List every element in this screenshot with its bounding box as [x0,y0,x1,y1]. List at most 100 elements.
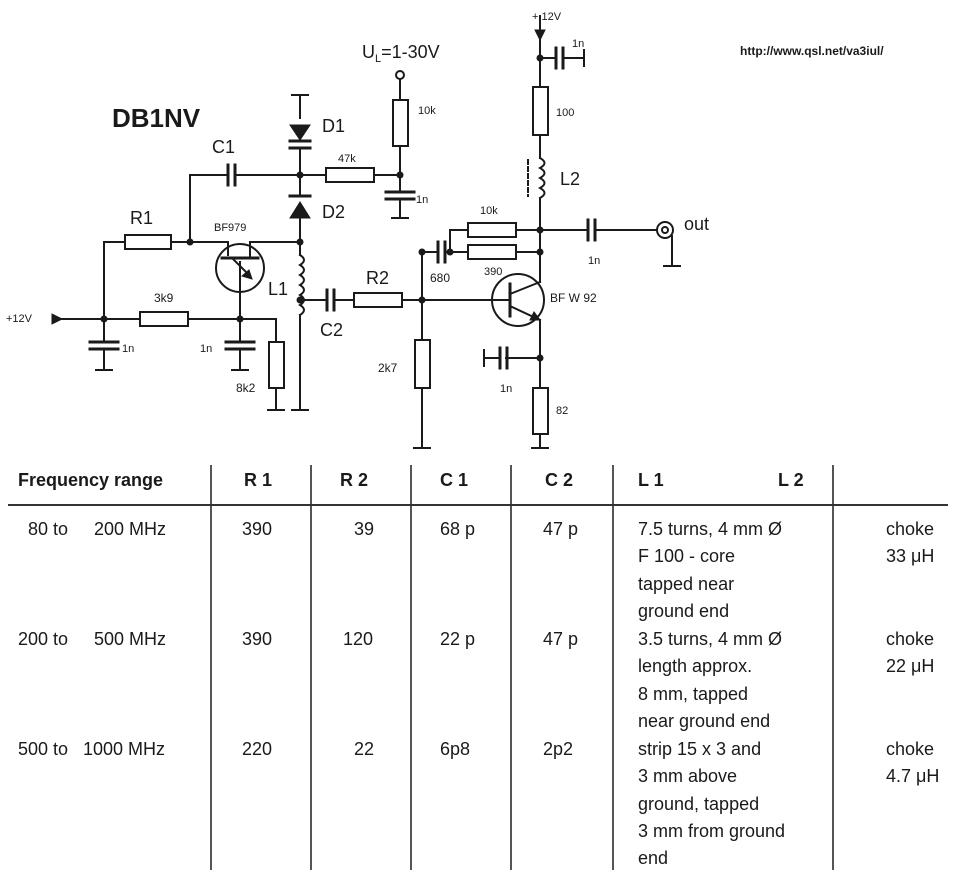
header-l1: L 1 [638,470,664,490]
transistor-q2-label: BF W 92 [550,291,597,305]
resistor-10k-fb [467,222,517,238]
resistor-r2 [353,292,403,308]
table-row-l2-line: choke [886,629,935,649]
diode-d1 [288,124,312,150]
table-row-c1: 68 p [440,519,476,539]
table-row-r2: 39 [354,519,375,539]
table-row-l2-line: 22 μH [886,656,935,676]
table-row-freq-from: 200 to [18,629,69,649]
table-row-l2-line: 33 μH [886,546,935,566]
table-divider [510,465,512,870]
table-row-l1-line: strip 15 x 3 and [638,739,762,759]
tuning-voltage-label: UL=1-30V [362,42,440,65]
resistor-10k-fb-label: 10k [480,205,498,217]
resistor-r1-label: R1 [130,208,153,228]
capacitor-1n-mid [224,340,256,351]
table-row-l1-line: 3 mm above [638,766,738,786]
resistor-82 [532,387,549,435]
resistor-2k7 [414,339,431,389]
inductor-l2-label: L2 [560,169,580,189]
table-header-rule [8,504,948,506]
table-row-c1: 22 p [440,629,476,649]
resistor-8k2-label: 8k2 [236,381,256,395]
table-row-r1: 220 [242,739,273,759]
resistor-10k-vt [392,99,409,147]
table-row-l1-line: F 100 - core [638,546,736,566]
capacitor-1n-mid-label: 1n [200,343,212,355]
inductor-l1-label: L1 [268,279,288,299]
resistor-r1 [124,234,172,250]
header-c2: C 2 [545,470,574,490]
capacitor-1n-top [554,46,565,70]
table-row-l1-line: 3.5 turns, 4 mm Ø [638,629,783,649]
schematic-title: DB1NV [112,103,201,133]
capacitor-c2 [325,288,336,312]
table-divider [310,465,312,870]
table-row-l1-line: 3 mm from ground [638,821,786,841]
output-label: out [684,214,709,234]
table-divider [410,465,412,870]
header-c1: C 1 [440,470,469,490]
table-row-l1-line: 7.5 turns, 4 mm Ø [638,519,783,539]
resistor-3k9-label: 3k9 [154,291,174,305]
resistor-390 [467,244,517,260]
url-caption[interactable]: http://www.qsl.net/va3iul/ [740,44,884,58]
table-row-l1-line: near ground end [638,711,771,731]
table-row-freq-from: 500 to [18,739,69,759]
diode-d1-label: D1 [322,116,345,136]
table-divider [210,465,212,870]
diode-d2-label: D2 [322,202,345,222]
resistor-8k2 [268,341,285,389]
capacitor-1n-vt [384,190,416,201]
capacitor-1n-left-label: 1n [122,343,134,355]
capacitor-1n-top-label: 1n [572,38,584,50]
transistor-q2 [491,273,545,327]
table-divider [832,465,834,870]
tuning-voltage-terminal: UL=1-30V [362,42,440,80]
table-row-l1-line: ground end [638,601,730,621]
component-table: Frequency range R 1 R 2 C 1 C 2 L 1 L 2 … [0,455,957,871]
capacitor-c1-label: C1 [212,137,235,157]
table-row-l1-line: ground, tapped [638,794,760,814]
resistor-47k-label: 47k [338,153,356,165]
capacitor-1n-emit [498,346,509,370]
transistor-q1 [189,241,301,319]
capacitor-1n-out [586,218,597,242]
capacitor-680-label: 680 [430,271,450,285]
table-row-freq-to: 500 MHz [94,629,167,649]
resistor-3k9 [139,311,189,327]
transistor-q1-label: BF979 [214,222,246,234]
output-connector [656,221,681,267]
inductor-l1 [298,253,305,317]
table-row-r2: 22 [354,739,375,759]
resistor-100-label: 100 [556,107,574,119]
table-row-c2: 47 p [543,629,579,649]
inductor-l2 [527,156,546,200]
resistor-10k-vt-label: 10k [418,105,436,117]
table-row-freq-to: 200 MHz [94,519,167,539]
table-divider [612,465,614,870]
header-r2: R 2 [340,470,369,490]
header-l2: L 2 [778,470,804,490]
resistor-r2-label: R2 [366,268,389,288]
table-row-l1-line: 8 mm, tapped [638,684,749,704]
resistor-82-label: 82 [556,405,568,417]
table-row-r1: 390 [242,629,273,649]
table-row-c2: 2p2 [543,739,574,759]
resistor-390-label: 390 [484,266,502,278]
table-row-l1-line: length approx. [638,656,753,676]
capacitor-1n-emit-label: 1n [500,383,512,395]
capacitor-1n-left [88,340,120,351]
resistor-47k [325,167,375,183]
resistor-100 [532,86,549,136]
table-row-l2-line: choke [886,519,935,539]
table-row-l2-line: choke [886,739,935,759]
table-row-r2: 120 [343,629,374,649]
supply-left-label: +12V [6,313,33,325]
table-row-c1: 6p8 [440,739,471,759]
capacitor-680 [436,240,447,264]
header-frequency-range: Frequency range [18,470,164,490]
capacitor-1n-out-label: 1n [588,255,600,267]
supply-top-label: + 12V [532,11,562,23]
table-row-l2-line: 4.7 μH [886,766,940,786]
